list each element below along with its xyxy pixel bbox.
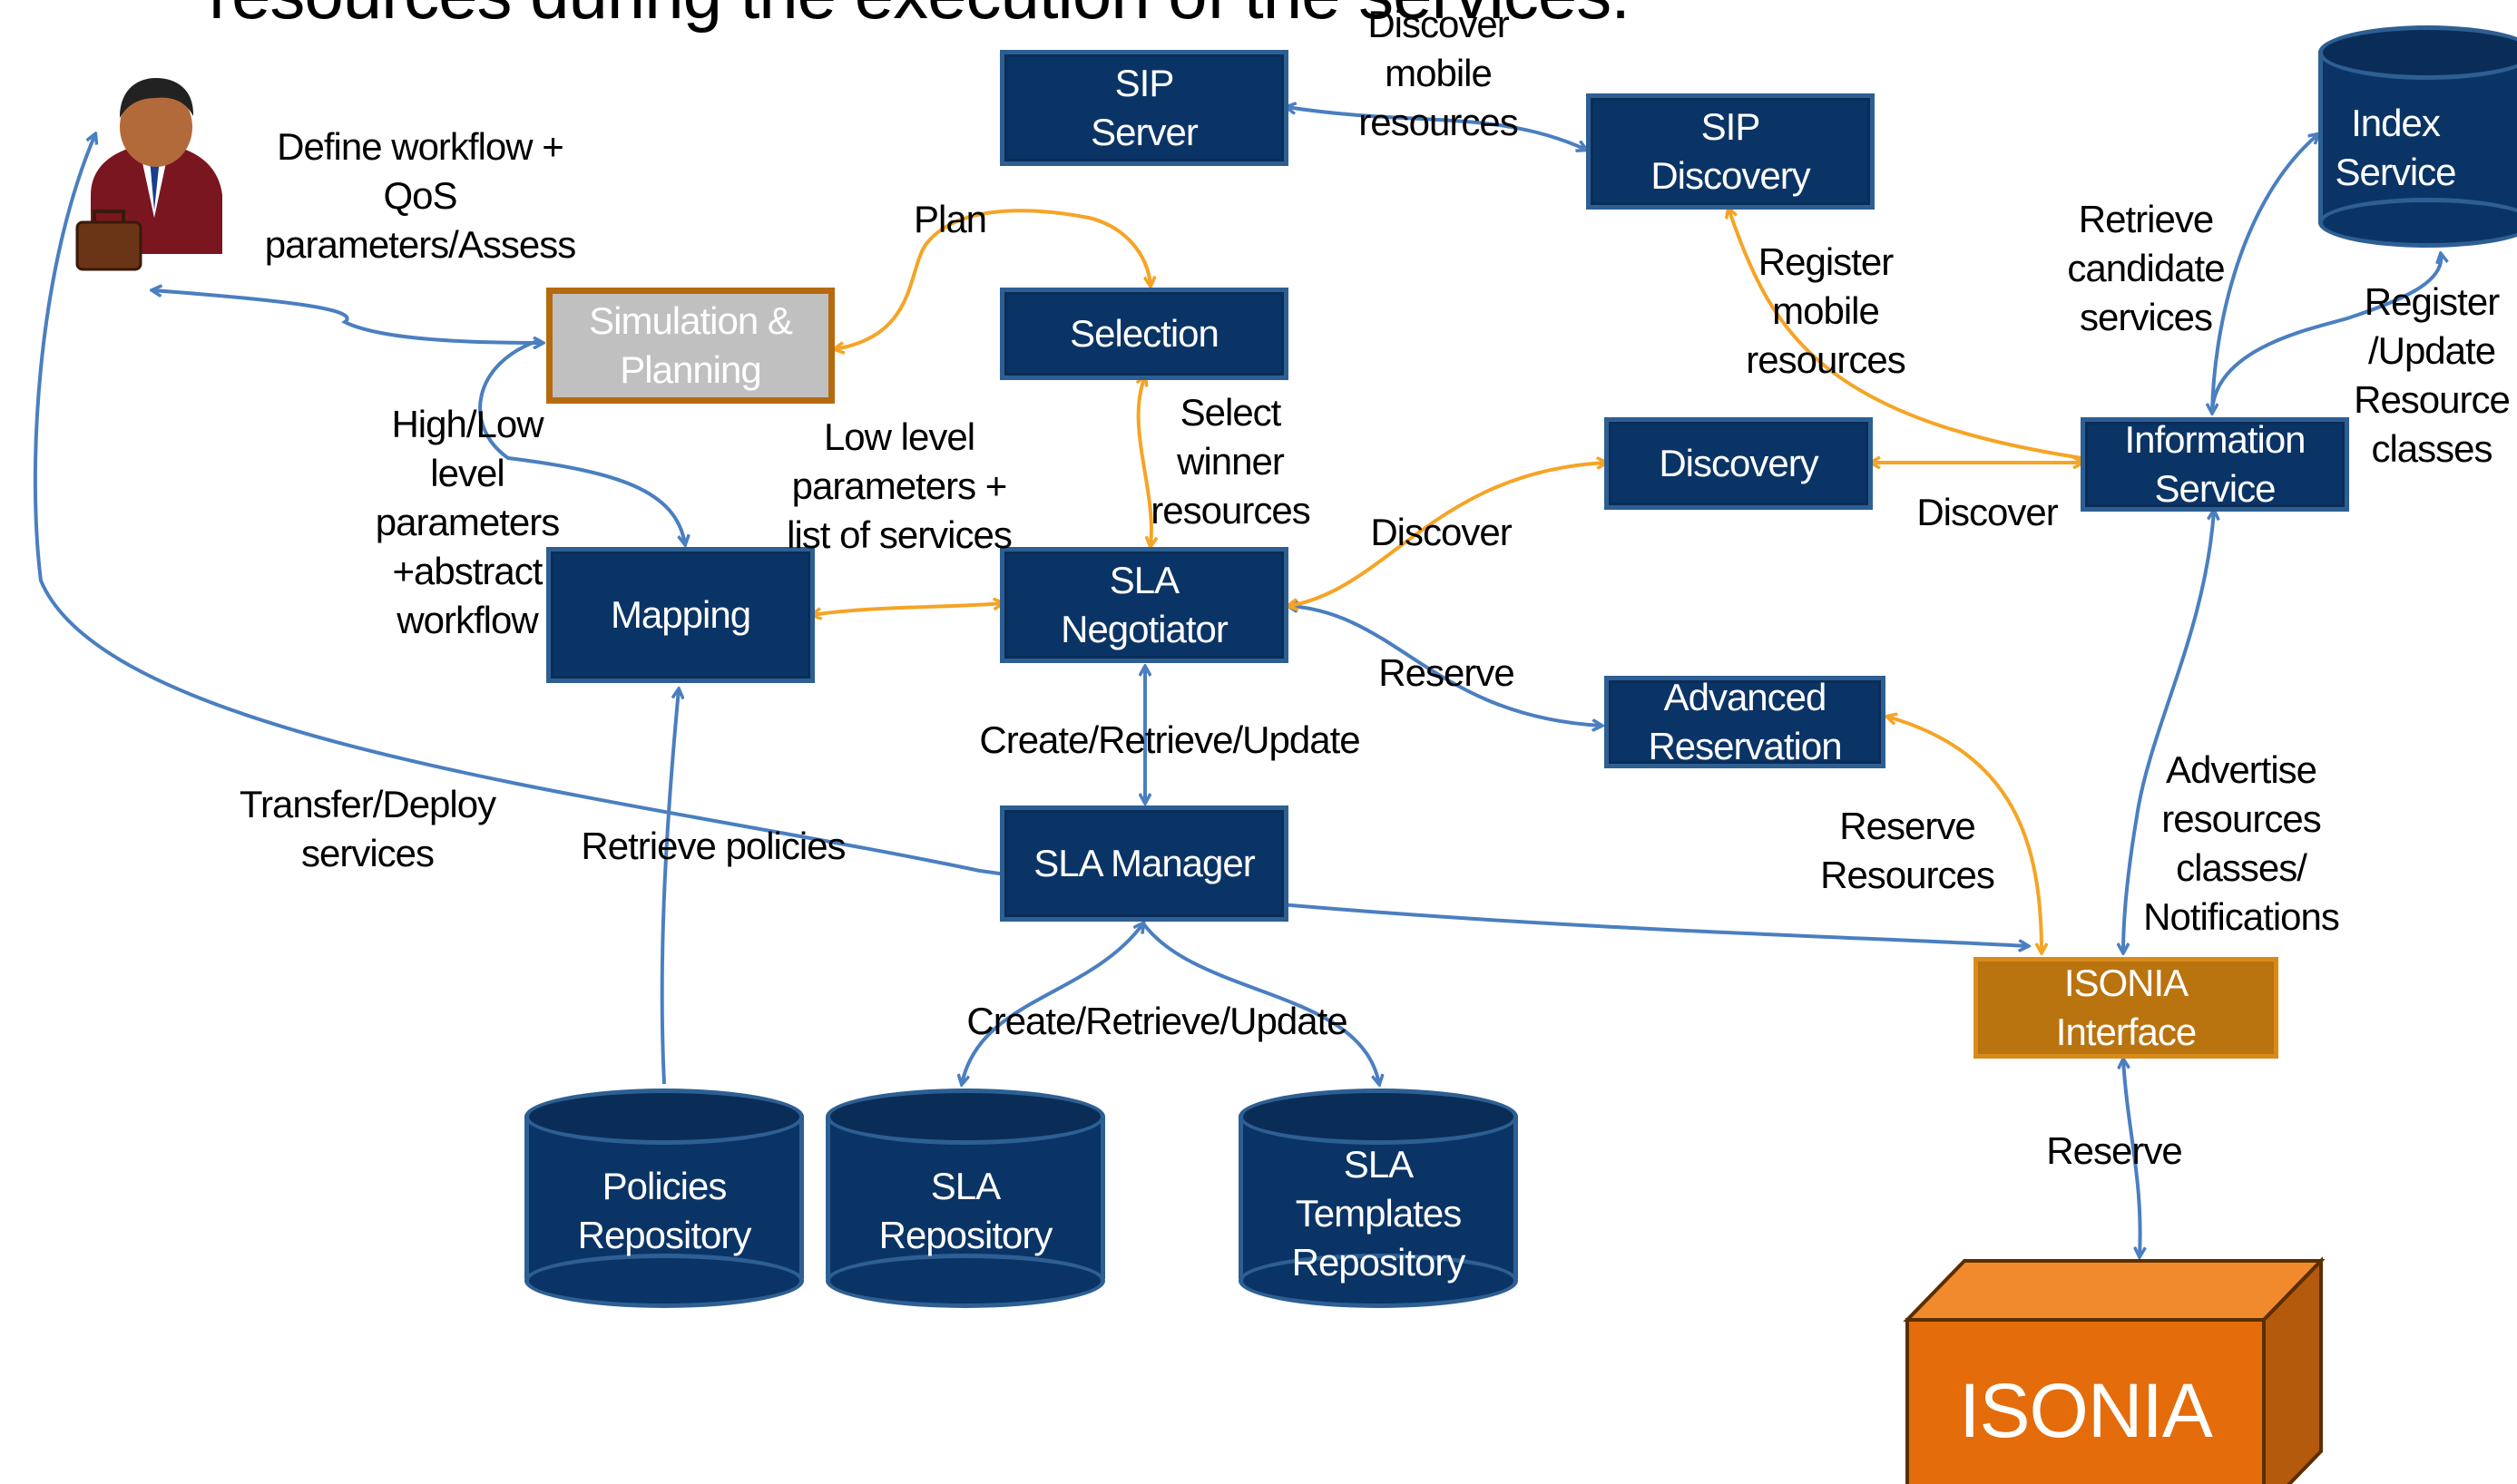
arrow-interface-isonia bbox=[2123, 1059, 2140, 1256]
label-select-winner: Select winner resources bbox=[1151, 391, 1310, 532]
sla-manager-label: SLA Manager bbox=[1033, 842, 1256, 884]
label-reserve-isonia: Reserve bbox=[2046, 1129, 2182, 1172]
label-retrieve-candidate: Retrieve candidate services bbox=[2067, 198, 2225, 338]
label-register-mobile: Register mobile resources bbox=[1746, 240, 1905, 381]
arrow-sip-discovery-info bbox=[1729, 209, 2083, 460]
sla-manager-node: SLA Manager bbox=[1000, 805, 1288, 922]
label-low-level: Low level parameters + list of services bbox=[787, 415, 1013, 556]
label-reserve-adv: Reserve bbox=[1378, 651, 1514, 694]
sip-discovery-label: SIP Discovery bbox=[1650, 105, 1810, 197]
label-discover-left: Discover bbox=[1370, 511, 1512, 553]
sla-negotiator-node: SLA Negotiator bbox=[1000, 547, 1288, 663]
label-advertise: Advertise resources classes/ Notificatio… bbox=[2143, 748, 2340, 938]
label-create-retrieve-update-1: Create/Retrieve/Update bbox=[979, 718, 1360, 761]
label-create-retrieve-update-2: Create/Retrieve/Update bbox=[966, 1000, 1347, 1042]
isonia-interface-label: ISONIA Interface bbox=[2055, 962, 2197, 1053]
sla-repository-cylinder: SLA Repository bbox=[826, 1089, 1105, 1311]
selection-label: Selection bbox=[1070, 312, 1219, 355]
label-high-low: High/Low level parameters +abstract work… bbox=[375, 403, 560, 641]
mapping-label: Mapping bbox=[610, 593, 751, 636]
policies-repository-cylinder: Policies Repository bbox=[524, 1089, 804, 1311]
label-discover-right: Discover bbox=[1916, 491, 2058, 533]
advanced-reservation-label: Advanced Reservation bbox=[1648, 676, 1842, 767]
sla-templates-repository-cylinder: SLA Templates Repository bbox=[1239, 1089, 1518, 1311]
arrow-info-index bbox=[2212, 134, 2318, 413]
arrow-reservation-interface bbox=[1887, 717, 2042, 952]
label-register-update: Register /Update Resource classes bbox=[2354, 280, 2511, 470]
label-define-workflow: Define workflow + QoS parameters/Assess bbox=[264, 125, 576, 266]
selection-node: Selection bbox=[1000, 288, 1288, 380]
isonia-label: ISONIA bbox=[1959, 1368, 2213, 1453]
arrow-mapping-negotiator bbox=[812, 603, 1003, 615]
arrow-user-isonia-interface bbox=[33, 134, 2028, 946]
advanced-reservation-node: Advanced Reservation bbox=[1604, 676, 1885, 768]
sip-server-label: SIP Server bbox=[1091, 62, 1199, 153]
arrow-info-index-register bbox=[2210, 254, 2441, 414]
sla-negotiator-label: SLA Negotiator bbox=[1061, 559, 1229, 650]
policies-repository-label: Policies Repository bbox=[577, 1165, 752, 1256]
discovery-label: Discovery bbox=[1659, 442, 1818, 484]
index-service-label: Index Service bbox=[2335, 102, 2456, 193]
label-discover-mobile: Discover mobile resources bbox=[1358, 3, 1518, 143]
label-plan: Plan bbox=[913, 198, 987, 240]
arrow-info-isonia-interface bbox=[2123, 511, 2214, 952]
sip-discovery-node: SIP Discovery bbox=[1586, 93, 1875, 210]
information-service-label: Information Service bbox=[2124, 418, 2306, 510]
sip-server-node: SIP Server bbox=[1000, 50, 1288, 166]
index-service-cylinder: Index Service bbox=[2318, 25, 2517, 248]
arrow-negotiator-discovery bbox=[1288, 463, 1606, 606]
isonia-interface-node: ISONIA Interface bbox=[1973, 957, 2278, 1059]
label-retrieve-policies: Retrieve policies bbox=[581, 825, 846, 867]
arrow-simulation-selection-plan bbox=[835, 209, 1151, 349]
arrow-selection-negotiator bbox=[1139, 376, 1151, 546]
simulation-planning-node: Simulation & Planning bbox=[546, 288, 835, 404]
discovery-node: Discovery bbox=[1604, 417, 1873, 510]
information-service-node: Information Service bbox=[2081, 417, 2349, 512]
sla-repository-label: SLA Repository bbox=[878, 1165, 1053, 1256]
simulation-planning-label: Simulation & Planning bbox=[589, 299, 793, 391]
title-fragment: resources during the execution of the se… bbox=[209, 0, 1631, 35]
mapping-node: Mapping bbox=[546, 547, 815, 683]
label-transfer-deploy: Transfer/Deploy services bbox=[239, 783, 496, 874]
sla-templates-repository-label: SLA Templates Repository bbox=[1291, 1143, 1466, 1284]
label-reserve-resources: Reserve Resources bbox=[1820, 805, 1995, 896]
